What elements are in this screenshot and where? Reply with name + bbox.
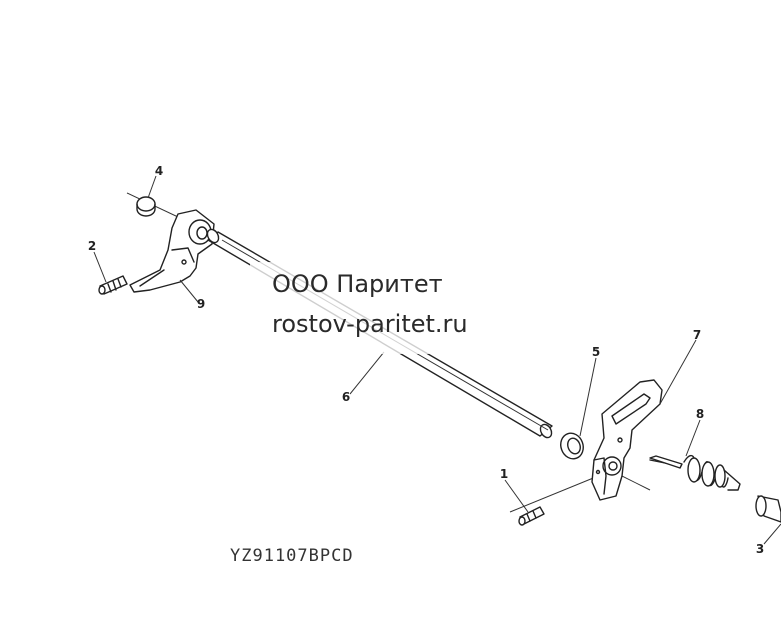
leader-4 <box>147 175 157 199</box>
watermark-company: ООО Паритет <box>272 270 443 298</box>
watermark-site: rostov-paritet.ru <box>272 310 468 338</box>
watermark-panel <box>250 262 540 354</box>
part-7-right-lever <box>591 379 663 501</box>
callout-label-9: 9 <box>197 297 205 311</box>
part-4-cap <box>136 196 156 217</box>
callout-label-7: 7 <box>693 328 701 342</box>
part-8-spring <box>649 455 741 491</box>
leader-2 <box>93 251 107 283</box>
callout-label-6: 6 <box>342 390 350 404</box>
leader-5 <box>579 357 597 437</box>
leader-6 <box>349 351 385 395</box>
callout-label-3: 3 <box>756 542 764 556</box>
part-9-left-lever <box>129 209 215 293</box>
part-1-pin <box>518 506 545 526</box>
callout-label-5: 5 <box>592 345 600 359</box>
leader-9 <box>179 279 199 303</box>
callout-label-8: 8 <box>696 407 704 421</box>
leader-8 <box>685 419 701 457</box>
callout-label-2: 2 <box>88 239 96 253</box>
callout-label-4: 4 <box>155 164 163 178</box>
callout-label-1: 1 <box>500 467 508 481</box>
part-3-cylinder <box>755 495 781 523</box>
part-2-pin <box>98 275 128 295</box>
leader-3 <box>763 523 781 545</box>
part-number: YZ91107BPCD <box>230 546 354 566</box>
leader-7 <box>659 339 697 405</box>
leader-1 <box>504 479 529 513</box>
part-5-ring <box>560 432 584 460</box>
